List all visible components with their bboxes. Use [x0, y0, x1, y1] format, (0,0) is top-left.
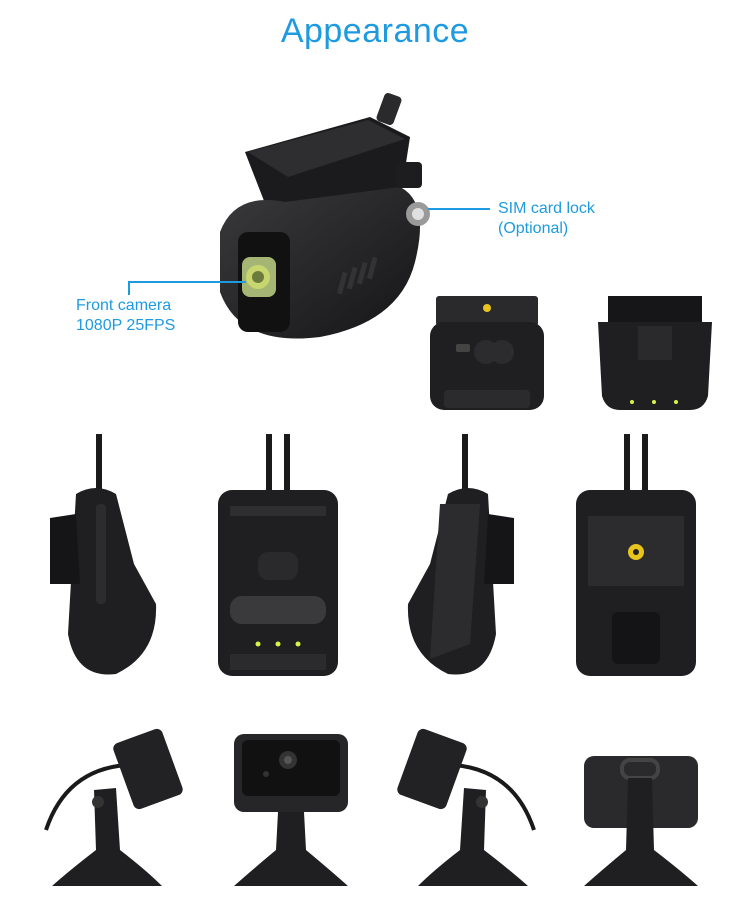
device-front-small-image — [430, 296, 544, 410]
device-side-right-image — [407, 434, 514, 675]
front-camera-label: Front camera 1080P 25FPS — [76, 297, 176, 334]
sim-card-lock-label: SIM card lock (Optional) — [498, 200, 595, 237]
device-back-image — [576, 434, 696, 676]
front-callout-line-v — [128, 281, 130, 295]
page-title: Appearance — [280, 12, 470, 50]
mount-front-image — [234, 734, 348, 886]
device-back-small-image — [598, 296, 712, 410]
device-front-image — [218, 434, 338, 676]
sim-callout-line — [428, 208, 490, 210]
mount-right-image — [397, 728, 536, 886]
mount-back-image — [584, 756, 698, 886]
front-callout-line-h — [128, 281, 246, 283]
mount-left-image — [44, 728, 183, 886]
hero-dashcam-image — [220, 92, 430, 339]
device-side-left-image — [50, 434, 157, 675]
